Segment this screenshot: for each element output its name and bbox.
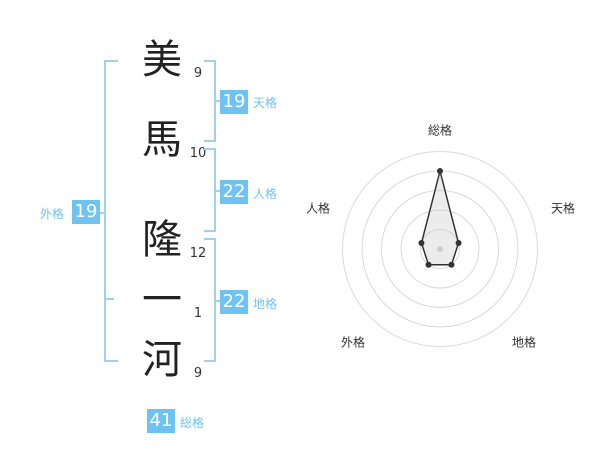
stroke-count-1: 9 [193,66,203,81]
gaikaku-bracket-tick [100,212,106,214]
radar-point-2 [455,239,462,246]
radar-label-chikaku: 地格 [511,335,537,350]
tenkaku-bracket-tick [214,100,220,102]
radar-ring [342,151,538,347]
chikaku-value: 22 [220,290,248,314]
gaikaku-bracket-divider [104,298,114,300]
radar-ring [400,209,480,289]
name-char-2: 馬 [142,117,182,163]
tenkaku-label: 天格 [253,96,278,110]
radar-center [437,246,443,252]
radar-label-gaikaku: 外格 [340,335,366,350]
jinkaku-bracket-tick [214,190,220,192]
radar-ring [420,229,460,269]
stroke-count-5: 9 [193,366,203,381]
radar-point-5 [418,239,425,246]
radar-area [420,170,460,266]
chikaku-label: 地格 [253,297,278,311]
radar-label-tenkaku: 天格 [550,201,576,216]
jinkaku-label: 人格 [253,187,278,201]
radar-label-soukaku: 総格 [427,123,453,138]
name-char-5: 河 [142,337,182,383]
soukaku-value: 41 [147,409,175,433]
radar-label-jinkaku: 人格 [305,201,331,216]
stroke-count-2: 10 [189,146,207,161]
gaikaku-value: 19 [72,200,100,224]
radar-point-1 [437,168,443,174]
radar-ring [381,190,499,308]
name-char-4: 一 [142,277,182,323]
radar-point-4 [425,261,432,268]
radar-point-3 [448,261,455,268]
jinkaku-value: 22 [220,180,248,204]
stroke-count-3: 12 [189,246,207,261]
chikaku-bracket-tick [214,300,220,302]
gaikaku-bracket [104,60,118,362]
stroke-count-4: 1 [193,306,203,321]
name-char-1: 美 [142,37,182,83]
gaikaku-label: 外格 [40,207,65,221]
soukaku-label: 総格 [180,416,205,430]
name-char-3: 隆 [142,217,182,263]
tenkaku-value: 19 [220,90,248,114]
